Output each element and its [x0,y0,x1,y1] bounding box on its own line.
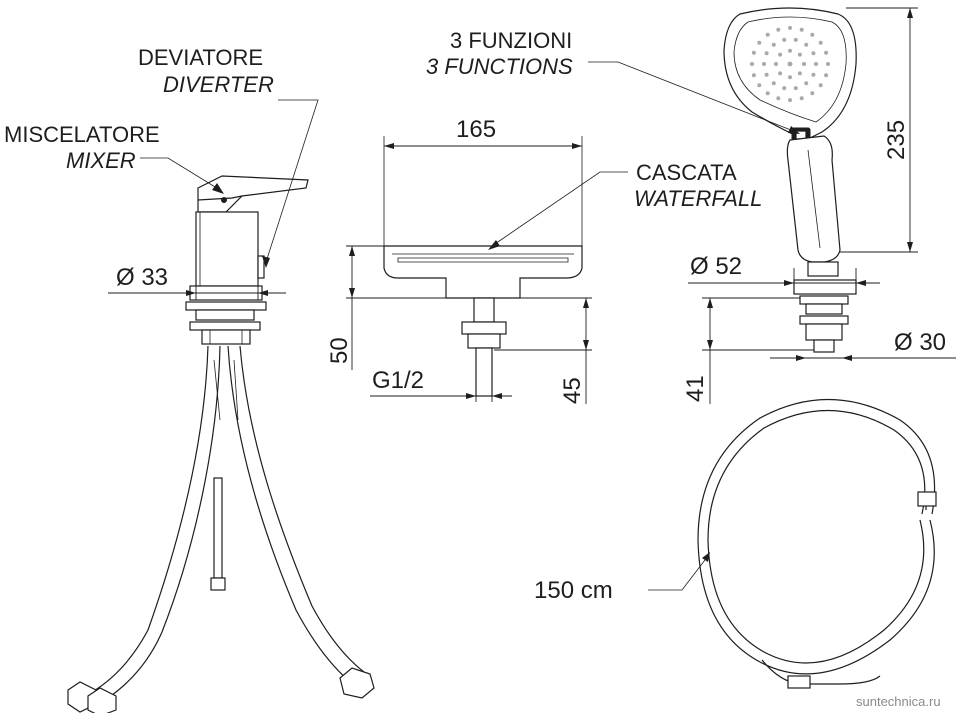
holder-height-value: 41 [682,375,709,402]
nozzle-dot [799,96,804,101]
nozzle-dot [782,86,787,91]
shower-length-value: 235 [883,120,910,160]
hose-length-value: 150 cm [534,577,613,604]
spout-width-value: 165 [456,116,496,143]
nozzle-dot [788,48,792,53]
functions-label-en: 3 FUNCTIONS [426,54,573,79]
nozzle-dot [771,81,776,86]
nozzle-dot [802,62,806,66]
mixer-lever-screw [221,197,227,203]
hose-length-leader [648,555,709,591]
spout-slot [397,257,569,263]
nozzle-dot [824,73,829,78]
nozzle-dot [824,50,829,55]
shower-nozzles [750,25,830,103]
mixer-hoses [67,345,375,713]
waterfall-label-en: WATERFALL [634,186,762,211]
nozzle-dot [771,42,776,47]
nozzle-dot [810,32,815,37]
nozzle-dot [804,81,809,86]
mixer-assembly [67,99,375,713]
diverter-leader [265,99,319,263]
nozzle-dot [762,62,766,66]
hose-nut-left-2 [87,687,117,713]
nozzle-dot [778,71,783,76]
holder-diameter-value: Ø 52 [690,253,742,280]
nozzle-dot [787,61,793,67]
nozzle-dot [799,27,804,32]
nozzle-dot [764,51,769,56]
nozzle-dot [797,71,802,76]
spout-shank-value: 45 [559,377,586,404]
nozzle-dot [765,32,770,37]
nozzle-dot [774,62,778,66]
mixer-leader [140,157,221,191]
mixer-body [195,211,259,287]
nozzle-dot [788,25,792,30]
nozzle-dot [764,72,769,77]
nozzle-dot [751,50,756,55]
waterfall-leader [491,171,628,247]
nozzle-dot [826,62,830,66]
diverter-button [257,255,265,279]
mixer-center-pipe [213,477,223,579]
nozzle-dot [776,96,781,101]
nozzle-dot [793,37,798,42]
nozzle-dot [750,62,754,66]
functions-label-it: 3 FUNZIONI [450,28,572,53]
mixer-label-it: MISCELATORE [4,122,160,147]
nozzle-dot [788,75,792,80]
nozzle-dot [778,52,783,57]
diverter-label-en: DIVERTER [163,72,274,97]
holder-thread-value: Ø 30 [894,329,946,356]
waterfall-label-it: CASCATA [636,160,737,185]
shower-head [723,7,857,141]
nozzle-dot [818,83,823,88]
nozzle-dot [793,86,798,91]
hand-shower-assembly [588,7,956,689]
nozzle-dot [814,62,818,66]
nozzle-dot [765,91,770,96]
functions-leader [588,61,797,133]
nozzle-dot [751,73,756,78]
mixer-diameter-value: Ø 33 [116,264,168,291]
diverter-label-it: DEVIATORE [138,45,263,70]
mixer-label-en: MIXER [66,148,136,173]
hose-end-nut-bottom [787,675,811,689]
nozzle-dot [797,52,802,57]
hose-nut-right [339,667,375,699]
spout-assembly [346,136,628,404]
nozzle-dot [810,91,815,96]
spout-thread-value: G1/2 [372,367,424,394]
nozzle-dot [804,42,809,47]
shower-hose [648,398,937,689]
nozzle-dot [811,51,816,56]
hose-end-nut-top [917,491,937,507]
watermark: suntechnica.ru [856,694,941,709]
nozzle-dot [757,83,762,88]
spout-height-value: 50 [326,337,353,364]
shower-holder-flange [793,279,857,295]
nozzle-dot [782,37,787,42]
mixer-lever-lower [197,195,243,201]
nozzle-dot [757,40,762,45]
nozzle-dot [818,40,823,45]
nozzle-dot [776,27,781,32]
nozzle-dot [788,98,792,103]
nozzle-dot [811,72,816,77]
